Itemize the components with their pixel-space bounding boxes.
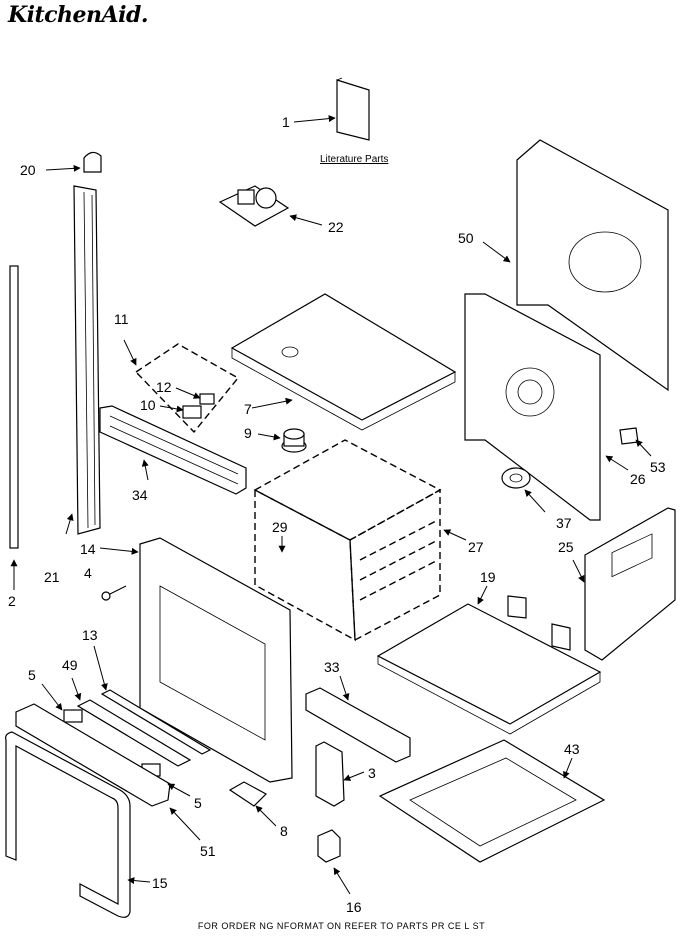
callout-33: 33 [324,659,340,675]
part-13-strip [100,689,212,755]
callout-19: 19 [480,569,496,585]
part-53-clip [619,427,639,445]
callout-27: 27 [468,539,484,555]
callout-49: 49 [62,657,78,673]
callout-11: 11 [114,311,129,327]
part-33-rail [305,687,411,763]
callout-12: 12 [156,379,172,395]
callout-37: 37 [556,515,572,531]
footer-note: FOR ORDER NG NFORMAT ON REFER TO PARTS P… [197,921,486,931]
callout-10: 10 [140,397,156,413]
part-27-oven-cavity [253,439,442,642]
callout-50: 50 [458,230,474,246]
part-3-bracket [315,741,345,807]
callout-20: 20 [20,162,36,178]
callout-22: 22 [328,219,344,235]
part-37-thermostat [501,467,531,489]
callout-25: 25 [558,539,574,555]
callout-numbers: 1 20 22 50 11 12 10 7 9 34 53 26 37 27 2… [8,114,666,915]
part-4-screw [101,585,127,601]
callout-4: 4 [84,565,92,581]
part-16-clip [317,829,341,863]
callout-14: 14 [80,541,96,557]
callout-21: 21 [44,569,60,585]
callout-8: 8 [280,823,288,839]
part-43-tray [378,739,606,863]
callout-2: 2 [8,593,16,609]
callout-53: 53 [650,459,666,475]
callout-9: 9 [244,425,252,441]
part-5-block-left [63,709,83,723]
callout-15: 15 [152,875,168,891]
literature-parts-label: Literature Parts [320,154,389,165]
part-2-rod [9,265,19,549]
part-15-gasket [5,731,131,918]
callout-51: 51 [200,843,216,859]
callout-29: 29 [272,519,288,535]
callout-16: 16 [346,899,362,915]
part-11-bracket-group [134,343,240,434]
part-7-top-panel [230,293,457,431]
callout-5-right: 5 [194,795,202,811]
part-26-side-panel [464,293,601,521]
callout-43: 43 [564,741,580,757]
part-8-plate [228,781,267,807]
callout-34: 34 [132,487,148,503]
brand-logo: KitchenAid. [8,2,149,28]
part-9-knob [281,428,307,453]
callout-13: 13 [82,627,98,643]
part-49-insulation [76,699,192,767]
part-12-clip [199,393,215,405]
part-19-bottom-panel [376,595,602,735]
part-22-component [218,185,290,227]
callout-26: 26 [630,471,646,487]
callout-3: 3 [368,765,376,781]
part-10-switch [182,405,202,419]
callout-7: 7 [244,401,252,417]
part-21-channel [73,185,101,535]
part-25-right-panel [584,507,676,661]
callout-1: 1 [282,114,290,130]
leader-lines [10,115,652,895]
callout-5-left: 5 [28,667,36,683]
part-51-door-trim [15,703,171,807]
part-34-vent-grille [99,405,247,495]
part-1-literature [336,77,370,141]
part-50-rear-panel [516,139,669,392]
part-20-cap [83,151,102,173]
